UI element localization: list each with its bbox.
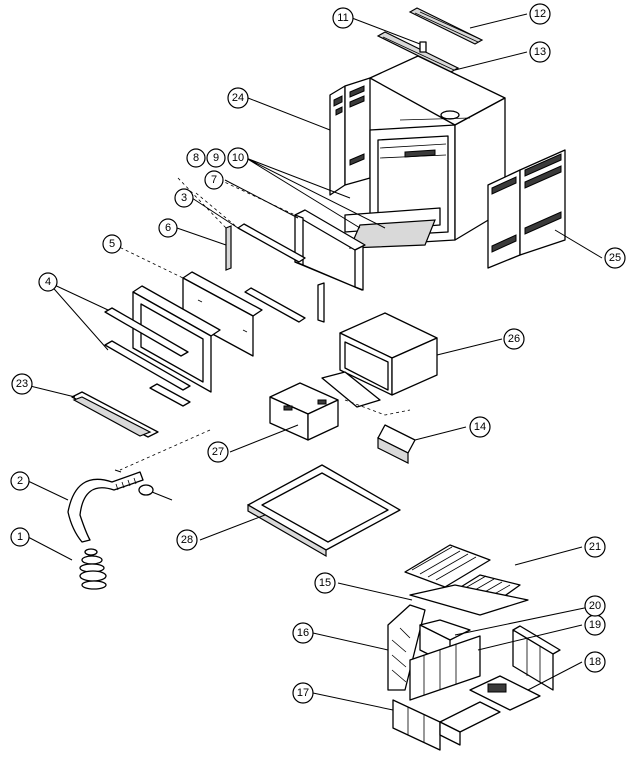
leader-lines (21, 13, 603, 711)
callout-24: 24 (227, 87, 249, 109)
svg-text:2: 2 (17, 475, 23, 487)
svg-text:17: 17 (297, 687, 309, 699)
callout-11: 11 (332, 7, 354, 29)
part-5-glass-panel (182, 271, 263, 357)
callout-18: 18 (584, 651, 606, 673)
part-28-base-tray (247, 464, 401, 558)
callout-9: 9 (206, 148, 226, 168)
callout-12: 12 (529, 3, 551, 25)
callout-4: 4 (38, 272, 58, 292)
part-27-ash-pan (269, 382, 339, 441)
part-19-rear-firebricks (409, 635, 481, 701)
callout-26: 26 (503, 328, 525, 350)
alignment-lines (114, 177, 411, 471)
part-23-sill (71, 391, 159, 438)
callout-16: 16 (292, 622, 314, 644)
svg-text:6: 6 (165, 222, 171, 234)
callout-14: 14 (469, 416, 491, 438)
part-12-top-trim (408, 7, 484, 45)
part-6-side-strip (225, 225, 232, 271)
svg-text:27: 27 (212, 446, 224, 458)
part-7-door-frame (294, 209, 366, 291)
callout-17: 17 (292, 682, 314, 704)
svg-text:3: 3 (181, 192, 187, 204)
part-2-flex-hose (67, 469, 173, 543)
callout-5: 5 (102, 234, 122, 254)
part-14-bracket (377, 424, 416, 464)
svg-text:21: 21 (589, 541, 601, 553)
svg-text:12: 12 (534, 8, 546, 20)
callout-13: 13 (529, 41, 551, 63)
svg-text:19: 19 (589, 619, 601, 631)
callout-6: 6 (158, 218, 178, 238)
svg-text:5: 5 (109, 238, 115, 250)
part-11-bracket (419, 41, 427, 53)
callout-21: 21 (584, 536, 606, 558)
svg-text:1: 1 (17, 531, 23, 543)
svg-text:25: 25 (609, 252, 621, 264)
svg-text:16: 16 (297, 627, 309, 639)
part-18-right-firebricks (469, 625, 561, 711)
callout-23: 23 (11, 373, 33, 395)
callout-19: 19 (584, 614, 606, 636)
svg-text:9: 9 (213, 152, 219, 164)
callout-7: 7 (204, 170, 224, 190)
callout-25: 25 (604, 247, 626, 269)
svg-text:14: 14 (474, 421, 486, 433)
svg-text:24: 24 (232, 92, 244, 104)
callout-3: 3 (174, 188, 194, 208)
callout-28: 28 (176, 529, 198, 551)
part-17-floor-firebricks (392, 699, 501, 751)
callout-2: 2 (10, 471, 30, 491)
callout-20: 20 (584, 595, 606, 617)
svg-text:28: 28 (181, 534, 193, 546)
part-3-retainer-strips (237, 223, 325, 323)
svg-text:8: 8 (193, 152, 199, 164)
svg-text:15: 15 (319, 577, 331, 589)
callout-1: 1 (10, 527, 30, 547)
part-26-box (321, 312, 438, 408)
svg-text:18: 18 (589, 656, 601, 668)
svg-text:10: 10 (232, 152, 244, 164)
svg-text:4: 4 (45, 276, 51, 288)
svg-text:26: 26 (508, 333, 520, 345)
part-24-left-side-panel (329, 77, 371, 196)
callout-10: 10 (227, 147, 249, 169)
part-1-spring (79, 548, 107, 590)
callout-8: 8 (186, 148, 206, 168)
part-25-right-side-panel (487, 149, 566, 269)
svg-text:7: 7 (211, 174, 217, 186)
svg-text:13: 13 (534, 46, 546, 58)
svg-text:20: 20 (589, 600, 601, 612)
svg-text:23: 23 (16, 378, 28, 390)
part-16-firebrick-left (387, 604, 426, 691)
part-15-brick (409, 584, 529, 616)
svg-text:11: 11 (337, 12, 348, 24)
callout-15: 15 (314, 572, 336, 594)
part-4-door-assembly (104, 285, 221, 407)
callout-27: 27 (207, 441, 229, 463)
